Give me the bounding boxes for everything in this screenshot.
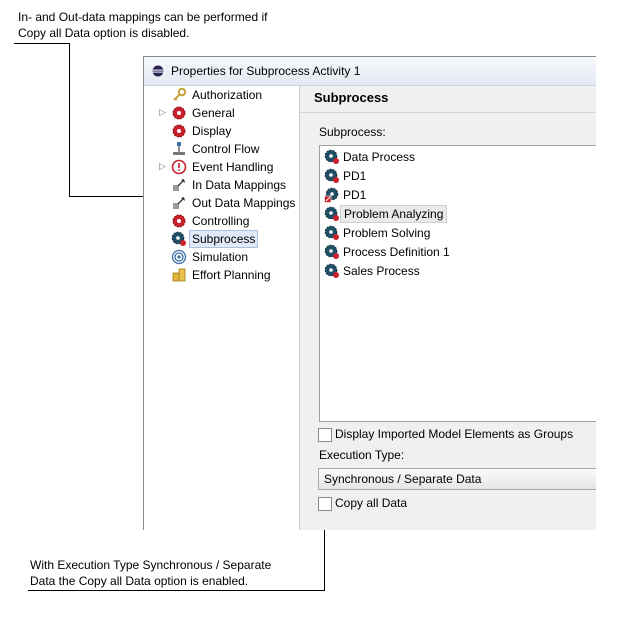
callout-top-horizontal (69, 196, 173, 197)
nav-label: In Data Mappings (192, 178, 287, 192)
list-item-label: PD1 (343, 169, 367, 183)
nav-label: Simulation (192, 250, 249, 264)
execution-type-select[interactable]: Synchronous / Separate Data (318, 468, 596, 490)
process-icon (171, 231, 186, 246)
list-item-label: PD1 (343, 188, 367, 202)
execution-type-label: Execution Type: (319, 448, 405, 462)
list-item-problem-analyzing[interactable]: Problem Analyzing (324, 205, 596, 223)
nav-item-authorization[interactable]: Authorization (144, 86, 299, 104)
process-icon (324, 244, 339, 259)
properties-nav: Authorization ▷ General Display Control … (144, 86, 300, 530)
nav-label: Display (192, 124, 232, 138)
display-imported-label: Display Imported Model Elements as Group… (335, 427, 574, 441)
process-icon (324, 225, 339, 240)
list-item-label: Problem Analyzing (340, 205, 448, 223)
nav-label: General (192, 106, 235, 120)
callout-top-line1: In- and Out-data mappings can be perform… (18, 10, 268, 24)
nav-item-event-handling[interactable]: ▷ Event Handling (144, 158, 299, 176)
list-item-label: Process Definition 1 (343, 245, 450, 259)
process-icon (324, 168, 339, 183)
process-icon (324, 206, 339, 221)
nav-label: Authorization (192, 88, 263, 102)
list-item-pd1[interactable]: PD1 (324, 167, 596, 185)
expand-arrow-icon[interactable]: ▷ (159, 161, 166, 171)
nav-label: Controlling (192, 214, 250, 228)
nav-item-simulation[interactable]: Simulation (144, 248, 299, 266)
titlebar: Properties for Subprocess Activity 1 (144, 57, 596, 86)
panel-title: Subprocess (314, 90, 389, 105)
copy-all-data-label: Copy all Data (335, 496, 408, 510)
panel-header: Subprocess (300, 86, 596, 113)
list-item-problem-solving[interactable]: Problem Solving (324, 224, 596, 242)
coins-icon (172, 268, 186, 282)
execution-type-value: Synchronous / Separate Data (324, 472, 482, 486)
nav-item-controlling[interactable]: Controlling (144, 212, 299, 230)
gear-red-icon (172, 124, 186, 138)
process-icon (324, 149, 339, 164)
callout-bottom-vertical (324, 509, 325, 591)
display-imported-checkbox[interactable] (318, 428, 332, 442)
subprocess-label: Subprocess: (319, 125, 386, 139)
list-item-pd1-link[interactable]: PD1 (324, 186, 596, 204)
window-title: Properties for Subprocess Activity 1 (171, 64, 361, 78)
list-item-label: Sales Process (343, 264, 420, 278)
expand-arrow-icon[interactable]: ▷ (159, 107, 166, 117)
gear-red-icon (172, 214, 186, 228)
nav-label: Event Handling (192, 160, 274, 174)
callout-top-vertical (69, 43, 70, 197)
process-link-icon (324, 187, 339, 203)
process-icon (324, 263, 339, 278)
subprocess-panel: Subprocess Subprocess: Data Process PD1 (300, 86, 596, 530)
out-mapping-icon (173, 197, 185, 209)
warning-circle-icon (171, 159, 187, 175)
nav-item-out-data-mappings[interactable]: Out Data Mappings (144, 194, 299, 212)
list-item-label: Problem Solving (343, 226, 431, 240)
key-icon (173, 87, 187, 101)
nav-item-general[interactable]: ▷ General (144, 104, 299, 122)
in-mapping-icon (173, 179, 185, 191)
gear-red-icon (172, 106, 186, 120)
spiral-icon (171, 249, 187, 265)
callout-bottom-underline (28, 590, 325, 591)
list-item-sales-process[interactable]: Sales Process (324, 262, 596, 280)
nav-item-subprocess[interactable]: Subprocess (144, 230, 299, 248)
eclipse-icon (152, 65, 164, 77)
callout-bottom: With Execution Type Synchronous / Separa… (30, 557, 330, 589)
callout-bottom-line2: Data the Copy all Data option is enabled… (30, 574, 249, 588)
callout-top-line2: Copy all Data option is disabled. (18, 26, 190, 40)
nav-label: Effort Planning (192, 268, 271, 282)
callout-top: In- and Out-data mappings can be perform… (18, 9, 348, 41)
nav-item-display[interactable]: Display (144, 122, 299, 140)
callout-bottom-line1: With Execution Type Synchronous / Separa… (30, 558, 272, 572)
nav-item-control-flow[interactable]: Control Flow (144, 140, 299, 158)
nav-item-in-data-mappings[interactable]: In Data Mappings (144, 176, 299, 194)
nav-item-effort-planning[interactable]: Effort Planning (144, 266, 299, 284)
nav-label: Subprocess (189, 230, 259, 248)
control-flow-icon (173, 142, 185, 155)
properties-dialog: Properties for Subprocess Activity 1 Aut… (143, 56, 596, 530)
copy-all-data-checkbox[interactable] (318, 497, 332, 511)
subprocess-list[interactable]: Data Process PD1 PD1 (319, 145, 596, 422)
list-item-data-process[interactable]: Data Process (324, 148, 596, 166)
nav-label: Control Flow (192, 142, 260, 156)
list-item-process-definition-1[interactable]: Process Definition 1 (324, 243, 596, 261)
callout-top-underline (14, 43, 70, 44)
list-item-label: Data Process (343, 150, 416, 164)
nav-label: Out Data Mappings (192, 196, 296, 210)
